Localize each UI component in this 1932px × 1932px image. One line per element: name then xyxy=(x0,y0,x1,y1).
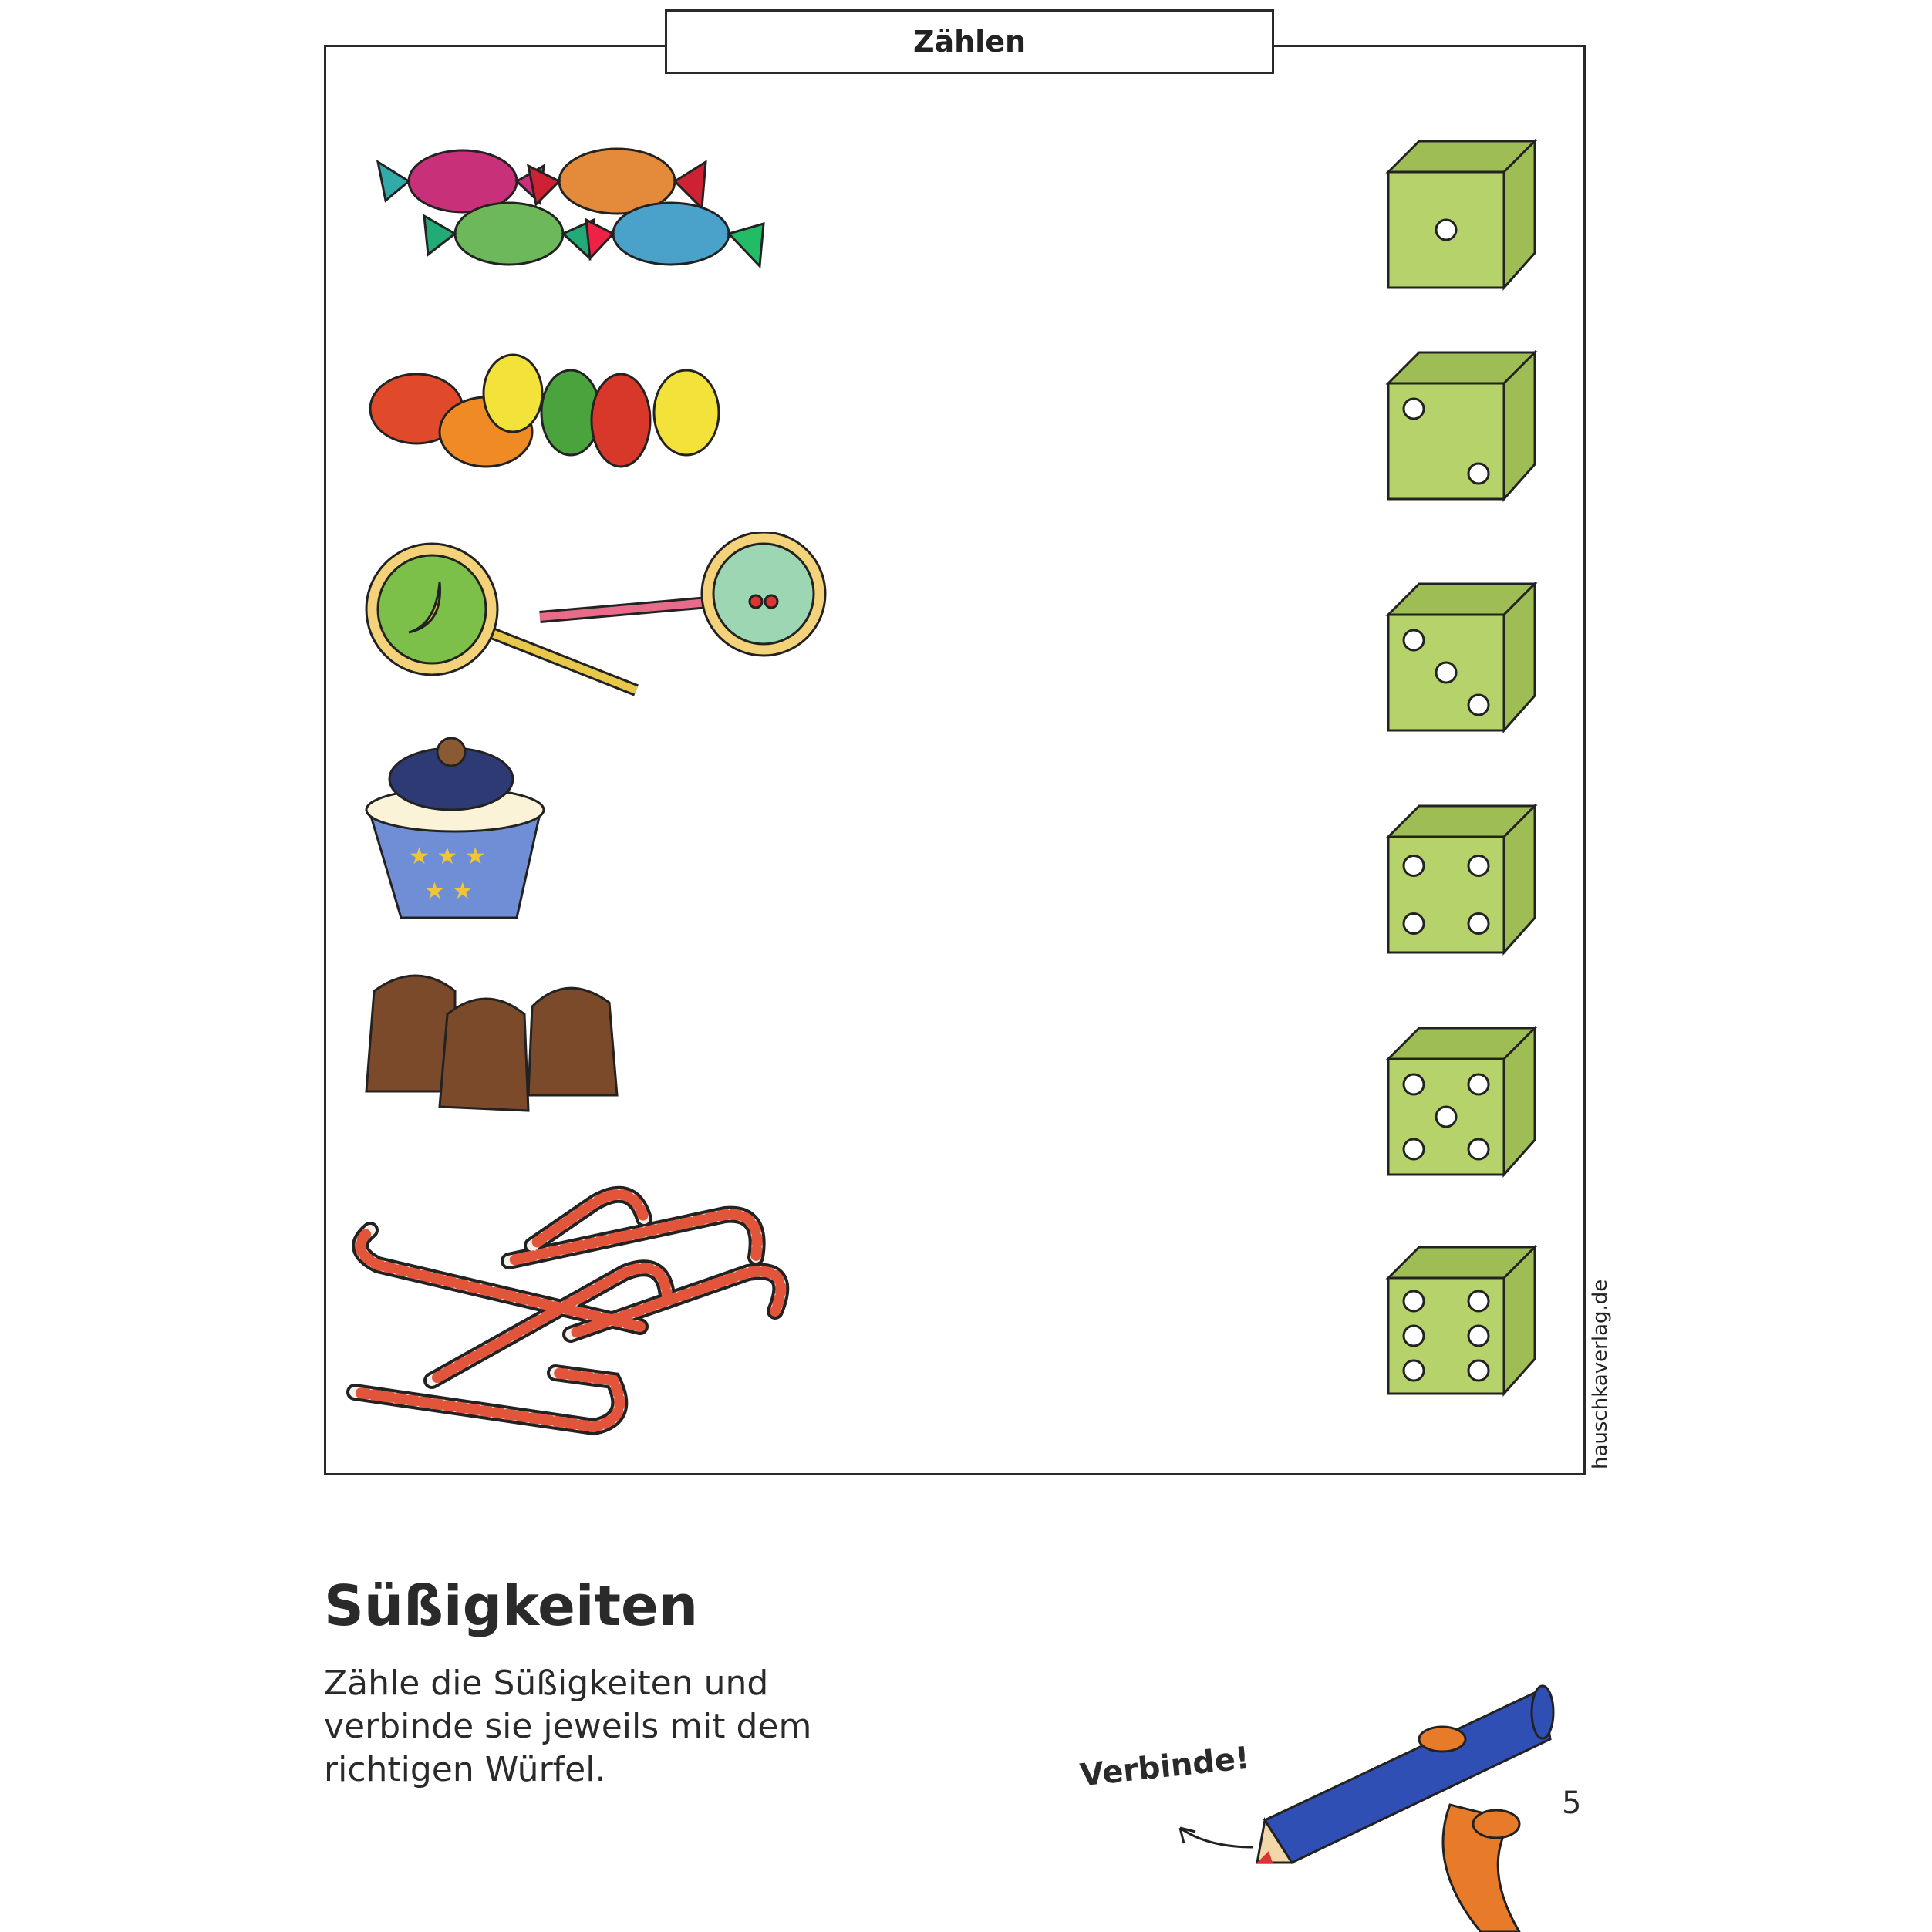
die-3[interactable] xyxy=(1384,580,1539,734)
die-front-face xyxy=(1387,835,1505,954)
die-pip xyxy=(1402,1138,1425,1161)
die-pip xyxy=(1402,855,1425,877)
arrow-icon xyxy=(1178,1826,1254,1849)
die-pip xyxy=(1435,661,1458,684)
die-pip xyxy=(1402,1073,1425,1096)
die-pip xyxy=(1467,1324,1490,1347)
die-front-face xyxy=(1387,382,1505,501)
page-number: 5 xyxy=(1562,1785,1582,1821)
die-pip xyxy=(1402,397,1425,420)
instruction-line: richtigen Würfel. xyxy=(324,1750,606,1789)
svg-text:★ ★ ★: ★ ★ ★ xyxy=(409,843,486,870)
instruction-text: Zähle die Süßigkeiten und verbinde sie j… xyxy=(324,1662,848,1792)
die-pip xyxy=(1402,629,1425,652)
instruction-line: verbinde sie jeweils mit dem xyxy=(324,1707,812,1746)
die-pip xyxy=(1435,1105,1458,1128)
publisher-url: hauschkaverlag.de xyxy=(1589,1279,1612,1469)
section-heading: Süßigkeiten xyxy=(324,1573,699,1638)
candies-illustration xyxy=(376,147,765,269)
die-pip xyxy=(1402,1359,1425,1382)
die-1[interactable] xyxy=(1384,137,1539,292)
cupcake-illustration: ★ ★ ★ ★ ★ xyxy=(365,737,545,919)
die-pip xyxy=(1467,1359,1490,1382)
die-pip xyxy=(1402,912,1425,935)
die-4[interactable] xyxy=(1384,802,1539,956)
die-pip xyxy=(1435,218,1458,241)
die-pip xyxy=(1467,1290,1490,1313)
die-pip xyxy=(1467,912,1490,935)
die-pip xyxy=(1467,1138,1490,1161)
die-2[interactable] xyxy=(1384,349,1539,503)
chocolate-marshmallows-illustration xyxy=(365,974,619,1112)
pencil-icon xyxy=(1256,1684,1555,1932)
candy-canes-illustration xyxy=(346,1185,790,1436)
gummy-bears-illustration xyxy=(369,353,720,468)
die-5[interactable] xyxy=(1384,1024,1539,1178)
die-pip xyxy=(1467,855,1490,877)
svg-text:★ ★: ★ ★ xyxy=(424,878,473,905)
die-6[interactable] xyxy=(1384,1243,1539,1398)
die-pip xyxy=(1467,462,1490,485)
page-title: Zählen xyxy=(665,9,1274,74)
instruction-line: Zähle die Süßigkeiten und xyxy=(324,1664,769,1703)
die-pip xyxy=(1402,1324,1425,1347)
die-pip xyxy=(1467,1073,1490,1096)
lollipops-illustration xyxy=(365,532,827,696)
die-pip xyxy=(1467,693,1490,716)
die-pip xyxy=(1402,1290,1425,1313)
